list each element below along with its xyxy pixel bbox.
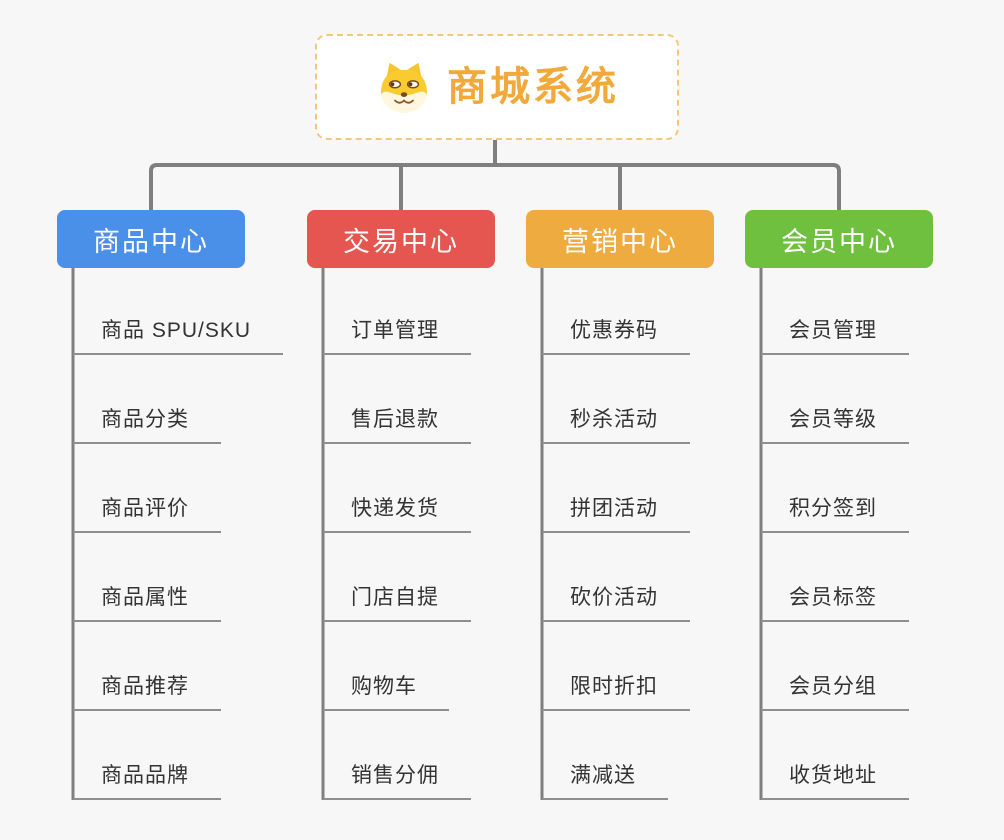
leaf-node[interactable]: 满减送 <box>542 761 668 800</box>
leaf-node[interactable]: 秒杀活动 <box>542 405 690 444</box>
root-node[interactable]: 商城系统 <box>315 34 679 140</box>
leaf-node[interactable]: 商品推荐 <box>73 672 221 711</box>
branch-node-marketing-center[interactable]: 营销中心 <box>526 210 714 268</box>
leaf-node[interactable]: 商品评价 <box>73 494 221 533</box>
leaf-node[interactable]: 砍价活动 <box>542 583 690 622</box>
leaf-node[interactable]: 积分签到 <box>761 494 909 533</box>
leaf-node[interactable]: 优惠券码 <box>542 316 690 355</box>
leaf-node[interactable]: 收货地址 <box>761 761 909 800</box>
leaf-node[interactable]: 拼团活动 <box>542 494 690 533</box>
leaf-node[interactable]: 门店自提 <box>323 583 471 622</box>
leaf-node[interactable]: 会员分组 <box>761 672 909 711</box>
root-title: 商城系统 <box>447 65 619 109</box>
leaf-node[interactable]: 商品 SPU/SKU <box>73 316 284 355</box>
leaf-node[interactable]: 会员标签 <box>761 583 909 622</box>
dog-face-icon <box>375 60 433 114</box>
leaf-node[interactable]: 购物车 <box>323 672 449 711</box>
leaf-node[interactable]: 快递发货 <box>323 494 471 533</box>
leaf-node[interactable]: 会员管理 <box>761 316 909 355</box>
branch-node-member-center[interactable]: 会员中心 <box>745 210 933 268</box>
leaf-node[interactable]: 商品分类 <box>73 405 221 444</box>
leaf-node[interactable]: 销售分佣 <box>323 761 471 800</box>
leaf-node[interactable]: 售后退款 <box>323 405 471 444</box>
branch-node-trade-center[interactable]: 交易中心 <box>307 210 495 268</box>
branch-node-product-center[interactable]: 商品中心 <box>57 210 245 268</box>
leaf-node[interactable]: 限时折扣 <box>542 672 690 711</box>
leaf-node[interactable]: 订单管理 <box>323 316 471 355</box>
leaf-node[interactable]: 商品品牌 <box>73 761 221 800</box>
leaf-node[interactable]: 商品属性 <box>73 583 221 622</box>
leaf-node[interactable]: 会员等级 <box>761 405 909 444</box>
